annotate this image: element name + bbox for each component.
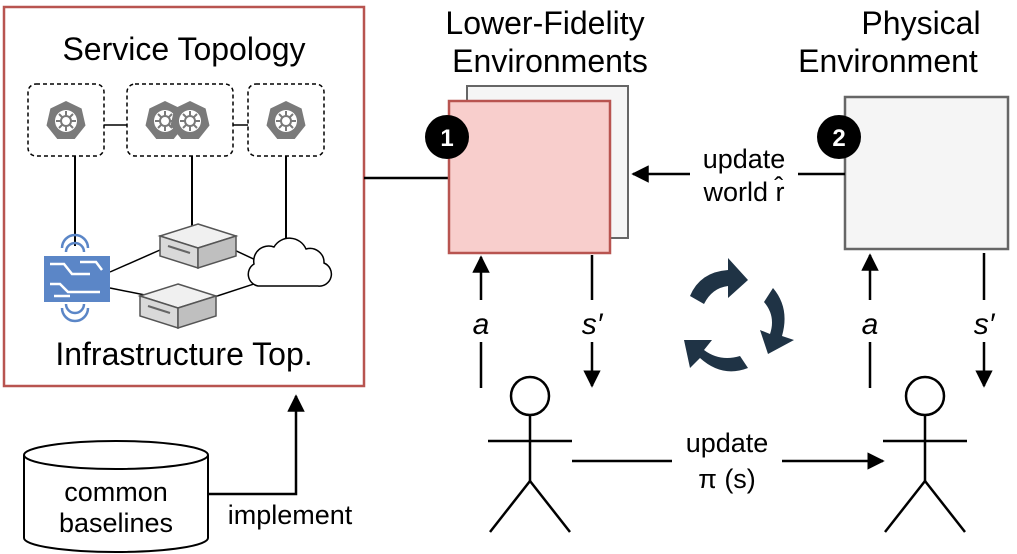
agent-lower-fidelity [486,375,574,534]
action-label-lower: a [473,308,490,341]
update-world-line1: update [703,144,786,174]
badge-2 [817,115,861,159]
baselines-label-line2: baselines [59,508,173,538]
agent-physical [881,375,969,534]
implement-label: implement [228,500,353,530]
lower-fidelity-environment [447,99,612,255]
database-icon [23,440,209,553]
update-policy-line1: update [686,428,769,458]
state-label-lower: s′ [582,308,604,341]
update-policy-line2: π (s) [698,464,756,494]
action-label-physical: a [862,308,879,341]
lower-fidelity-title-line1: Lower-Fidelity [445,5,644,41]
badge-2-label: 2 [832,125,845,152]
physical-title-line2: Environment [798,43,978,79]
badge-1-label: 1 [440,125,453,152]
iot-chip-icon [44,233,110,323]
baselines-label-line1: common [64,477,168,507]
service-box-1 [27,83,105,157]
service-topology-title: Service Topology [62,31,305,67]
service-box-2 [126,83,234,157]
badge-1 [425,115,469,159]
cloud-icon [247,237,333,287]
lower-fidelity-title-line2: Environments [452,43,648,79]
physical-environment [843,95,1010,251]
implement-arrow [208,394,305,496]
update-world-line2: world r̂ [702,176,784,207]
state-label-physical: s′ [974,308,996,341]
infrastructure-label: Infrastructure Top. [55,336,312,372]
physical-title-line1: Physical [861,5,980,41]
cycle-arrows-icon [684,258,794,372]
